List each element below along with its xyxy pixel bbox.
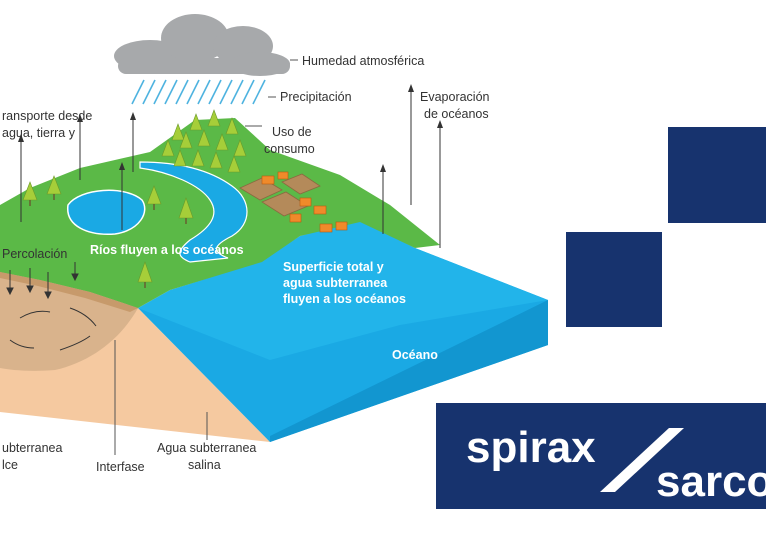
arrow-heads [18, 84, 443, 172]
logo-word-sarco: sarco [656, 457, 766, 506]
logo-slash [600, 428, 684, 492]
tree-trunks [29, 194, 187, 288]
label-interface: Interfase [96, 460, 145, 474]
label-surface-3: fluyen a los océanos [283, 292, 406, 306]
ocean-top-surface [138, 220, 548, 360]
logo-word-spirax: spirax [466, 423, 596, 472]
brand-square-bottom [566, 232, 662, 327]
farm-icon [239, 173, 321, 217]
label-transport-2: agua, tierra y [2, 126, 76, 140]
arrow-icons [20, 90, 441, 248]
bottom-callouts [114, 340, 208, 455]
label-percolation: Percolación [2, 247, 67, 261]
percolation-arrows [6, 262, 79, 300]
brand-square-top [668, 127, 766, 223]
label-saline-1: Agua subterranea [157, 441, 256, 455]
cloud-icon [114, 14, 290, 76]
tree-icons [22, 109, 247, 283]
groundwater-flow-arrows [9, 307, 97, 351]
rain-icon [131, 79, 266, 105]
label-evaporation-2: de océanos [424, 107, 489, 121]
label-evaporation-1: Evaporación [420, 90, 490, 104]
label-precipitation: Precipitación [280, 90, 352, 104]
label-transport-1: ransporte desde [2, 109, 92, 123]
label-ocean: Océano [392, 348, 438, 362]
label-consumption-1: Uso de [272, 125, 312, 139]
label-consumption-2: consumo [264, 142, 315, 156]
label-surface-1: Superficie total y [283, 260, 384, 274]
label-surface-2: agua subterranea [283, 276, 388, 290]
callout-lines [245, 59, 298, 127]
land-edge [0, 272, 138, 312]
label-fresh-ground-2: lce [2, 458, 18, 472]
ocean-side-face [270, 300, 548, 442]
lake-icon [67, 189, 146, 235]
label-fresh-ground-1: ubterranea [2, 441, 63, 455]
label-rivers: Ríos fluyen a los océanos [90, 243, 244, 257]
spirax-sarco-logo: spirax sarco [436, 403, 766, 509]
label-saline-2: salina [188, 458, 221, 472]
label-humidity: Humedad atmosférica [302, 54, 424, 68]
river-icon [139, 161, 248, 263]
house-icons [261, 171, 348, 233]
